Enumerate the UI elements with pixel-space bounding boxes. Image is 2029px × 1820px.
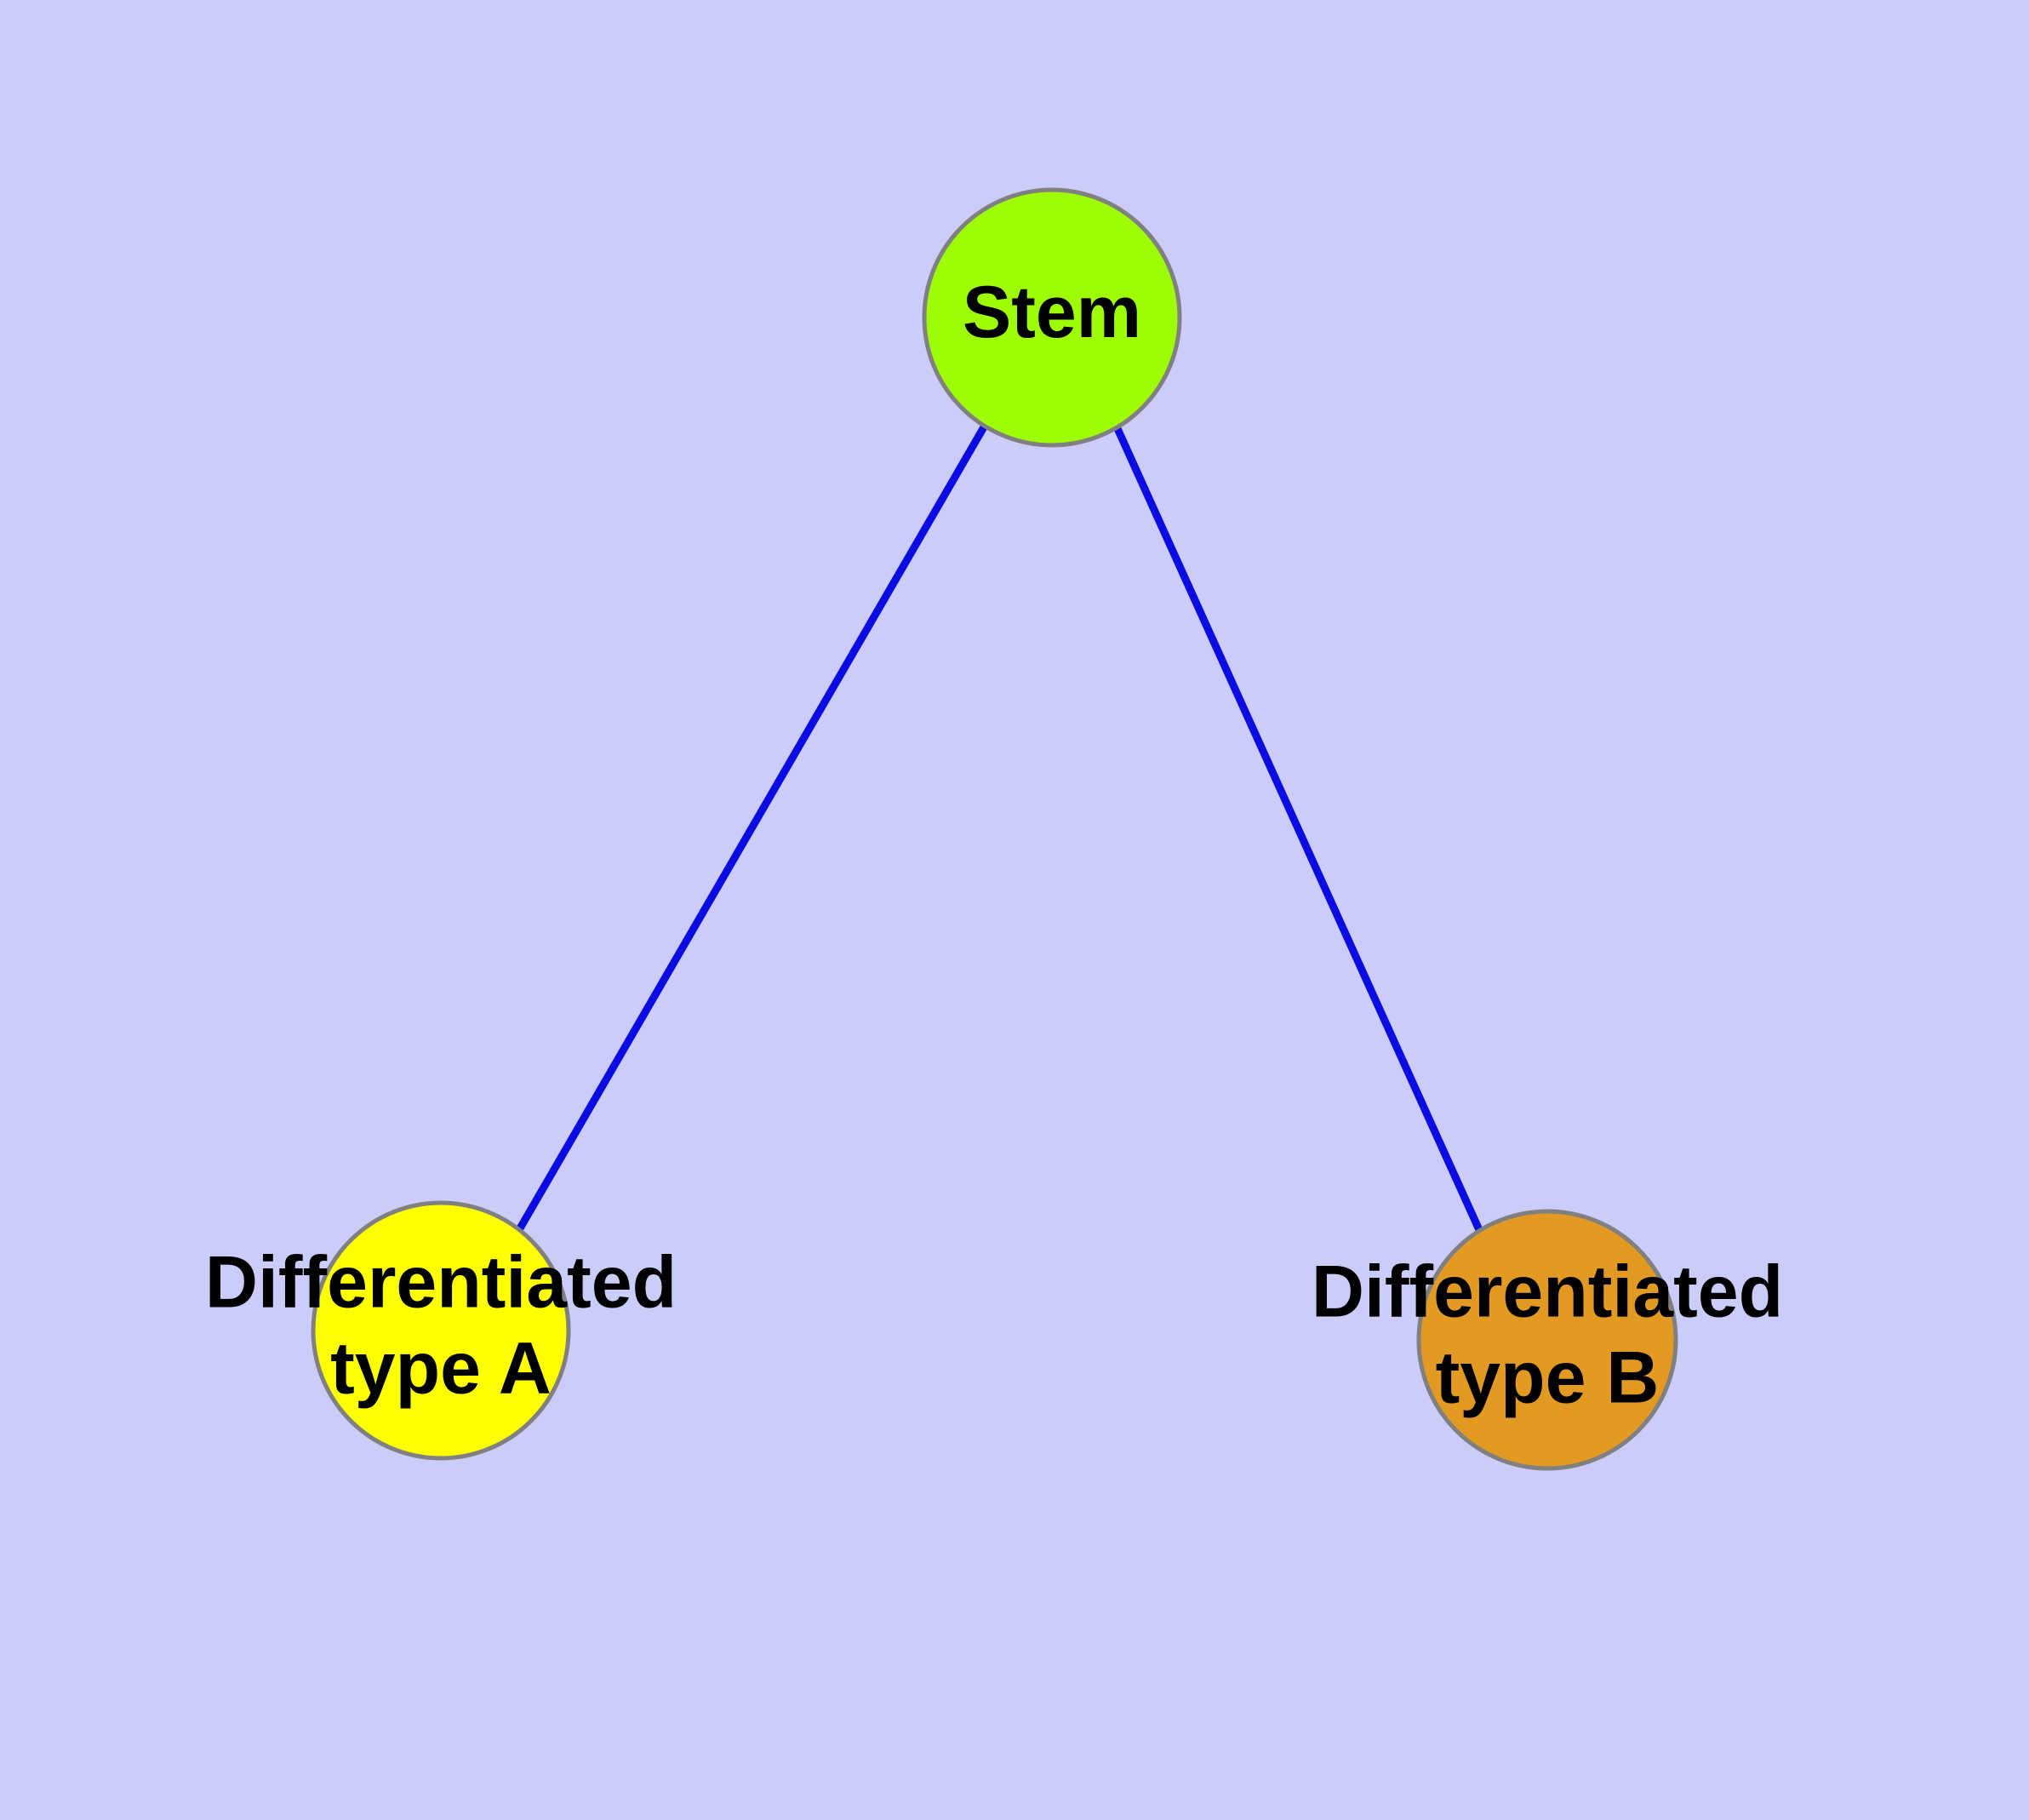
node-differentiated-type-a-circle[interactable] [311, 1200, 571, 1461]
edge-layer [517, 423, 1484, 1233]
node-stem-label: Stem [963, 272, 1141, 353]
node-differentiated-type-b-circle[interactable] [1416, 1209, 1678, 1471]
edge-stem-to-differentiated-type-a[interactable] [517, 423, 988, 1231]
edge-stem-to-differentiated-type-b[interactable] [1112, 423, 1484, 1233]
node-stem-circle[interactable] [922, 187, 1182, 448]
node-stem[interactable]: Stem [922, 187, 1182, 448]
